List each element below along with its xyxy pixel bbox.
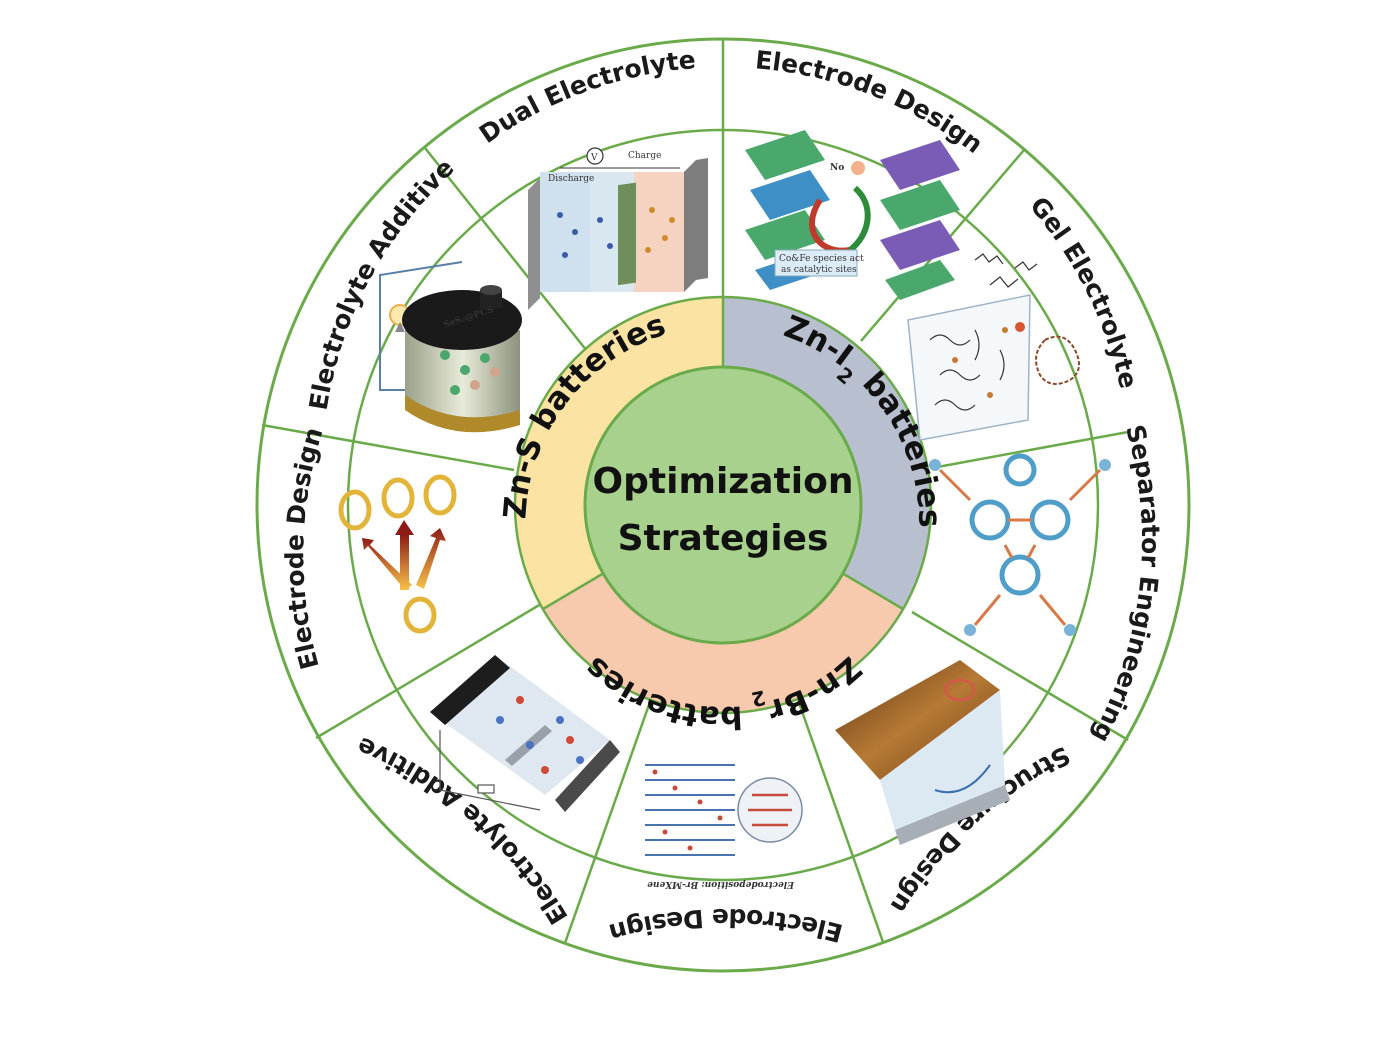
layered-structure-icon <box>835 660 1010 845</box>
svg-text:V: V <box>590 153 598 163</box>
catalytic-electrode-icon: No Co&Fe species act as catalytic sites <box>745 130 960 300</box>
cofe-text: Co&Fe species act <box>779 254 864 264</box>
dual-electrolyte-cell-icon: V Discharge Charge <box>528 147 708 310</box>
sulfur-ring-icon <box>338 474 457 634</box>
mxene-electrode-icon: Electrodeposition: Br-MXene <box>645 764 803 889</box>
center-circle <box>583 365 863 645</box>
battery-cell-icon: SeS₂@PCS <box>379 261 522 433</box>
inner-dividers <box>542 297 904 611</box>
gel-network-icon <box>907 253 1080 441</box>
electrodeposition-text: Electrodeposition: Br-MXene <box>647 879 795 889</box>
center-title-line2: Strategies <box>618 518 829 559</box>
no-text: No <box>830 163 844 173</box>
sector-dividers <box>261 39 1129 944</box>
catalytic-text: as catalytic sites <box>781 265 857 275</box>
charge-text: Charge <box>628 151 661 161</box>
mof-separator-icon <box>929 453 1111 636</box>
center-title-line1: Optimization <box>593 461 854 502</box>
additive-cell-icon <box>430 655 620 812</box>
discharge-text: Discharge <box>548 174 594 184</box>
